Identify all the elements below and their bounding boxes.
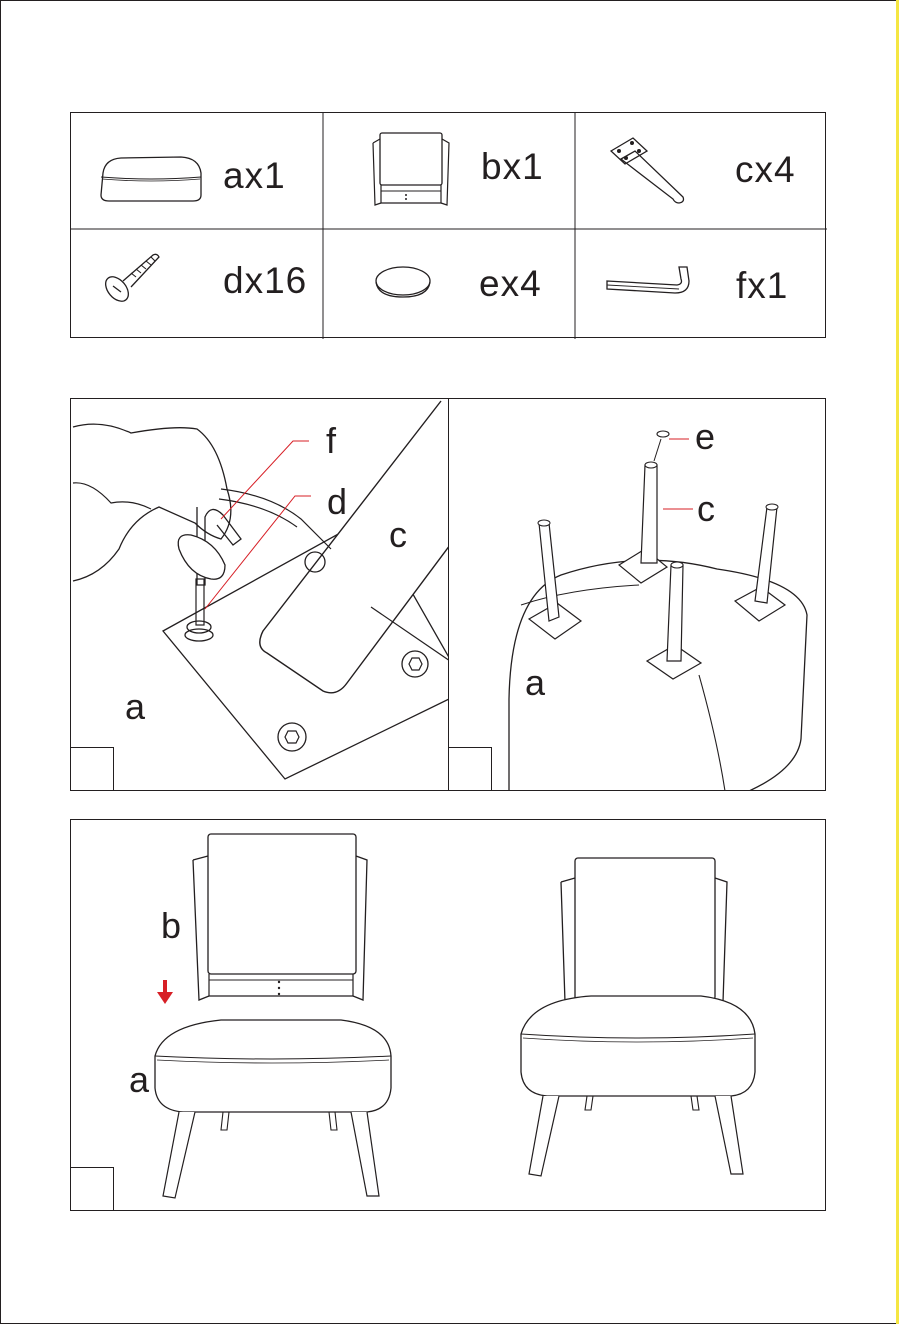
chair-assembled [521, 858, 755, 1176]
label-d: d [327, 484, 347, 520]
label-a: a [525, 665, 545, 701]
leg-icon [735, 504, 785, 621]
part-cell-f: fx1 [575, 229, 827, 342]
step-3-illustration [71, 820, 826, 1211]
bolt-icon [402, 651, 428, 677]
parts-table: ax1 bx1 cx4 dx16 [70, 112, 826, 338]
step-3-panel: b a [70, 819, 826, 1211]
part-b-qty: bx1 [481, 148, 544, 185]
step-3-number-box [71, 1167, 114, 1210]
allen-key-icon [575, 229, 827, 339]
leg-icon [529, 520, 581, 639]
label-a: a [125, 689, 145, 725]
label-c: c [697, 491, 715, 527]
chair-exploded [155, 834, 391, 1198]
step-2-number-box [449, 747, 492, 790]
leg-icon [647, 562, 701, 679]
part-a-qty: ax1 [223, 157, 286, 194]
part-f-qty: fx1 [736, 267, 788, 304]
down-arrow-icon [157, 980, 173, 1004]
step-1-panel: f d c a [70, 398, 449, 791]
label-e: e [695, 419, 715, 455]
part-d-qty: dx16 [223, 262, 307, 299]
leg-icon [619, 462, 667, 583]
part-cell-d: dx16 [71, 229, 323, 342]
part-cell-c: cx4 [575, 113, 827, 226]
step-1-illustration [71, 399, 449, 791]
step-2-illustration [449, 399, 826, 791]
label-b: b [161, 908, 181, 944]
step-1-number-box [71, 747, 114, 790]
label-f: f [326, 423, 336, 459]
step-2-panel: e c a [448, 398, 826, 791]
label-a: a [129, 1062, 149, 1098]
part-e-qty: ex4 [479, 265, 542, 302]
part-cell-a: ax1 [71, 113, 323, 226]
label-c: c [389, 517, 407, 553]
part-cell-e: ex4 [323, 229, 575, 342]
part-c-qty: cx4 [735, 151, 796, 188]
bolt-icon [278, 723, 306, 751]
part-cell-b: bx1 [323, 113, 575, 226]
